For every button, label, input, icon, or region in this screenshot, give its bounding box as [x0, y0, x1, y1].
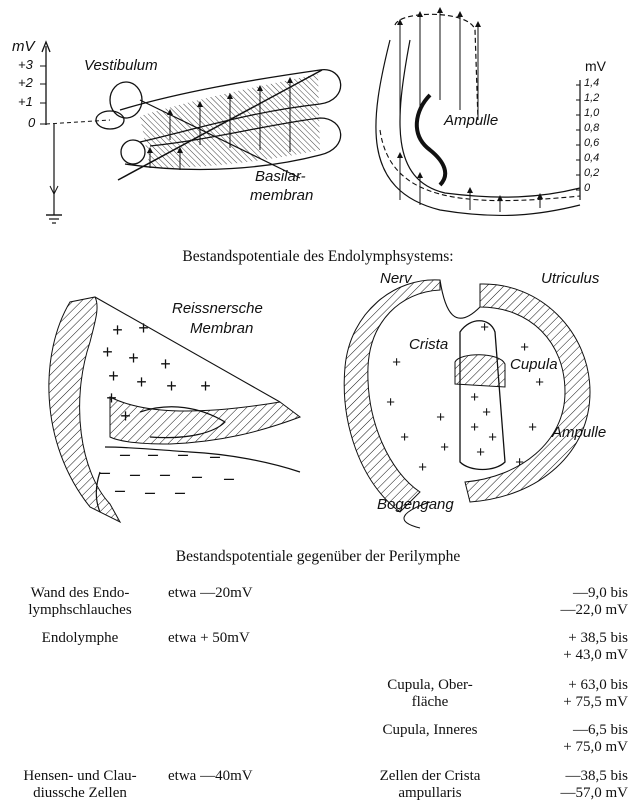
ampulla-section-drawing: [344, 280, 590, 528]
svg-text:–: –: [191, 466, 203, 486]
label-ampulle-middle: Ampulle: [552, 424, 606, 441]
table-row-4-range-line-1: —6,5 bis: [500, 722, 628, 739]
table-row-2-value: etwa + 50mV: [168, 630, 250, 647]
table-row-1-range-line-2: —22,0 mV: [500, 602, 628, 619]
svg-text:+: +: [515, 454, 524, 471]
table-row-3-range-line-1: + 63,0 bis: [500, 677, 628, 694]
table-row-5-label-line-2: diussche Zellen: [4, 785, 156, 802]
table-row-5-range-line-2: —57,0 mV: [500, 785, 628, 802]
svg-text:+: +: [200, 376, 211, 396]
label-cupula: Cupula: [510, 356, 558, 373]
figure-middle: ++ +++ ++++ ++ –––– ––––– ––– ++++ ++ ++…: [0, 272, 636, 530]
svg-text:–: –: [144, 482, 156, 502]
svg-text:+: +: [476, 444, 485, 461]
svg-text:+: +: [102, 342, 113, 362]
table-row-4-sub: Cupula, Inneres: [356, 722, 504, 739]
svg-text:+: +: [488, 429, 497, 446]
right-axis-tick-4: 0,8: [584, 122, 599, 134]
svg-text:+: +: [108, 366, 119, 386]
svg-text:+: +: [160, 354, 171, 374]
table-row-5-sub-line-1: Zellen der Crista: [356, 768, 504, 785]
svg-text:+: +: [392, 354, 401, 371]
svg-text:+: +: [482, 404, 491, 421]
figure-top: [0, 0, 636, 232]
left-axis-tick-3: +1: [18, 94, 33, 109]
right-axis-unit: mV: [585, 58, 606, 74]
svg-text:+: +: [436, 409, 445, 426]
table-row-5-value: etwa —40mV: [168, 768, 253, 785]
label-reissnersche-2: Membran: [190, 320, 253, 337]
right-axis-tick-5: 0,6: [584, 137, 599, 149]
svg-text:–: –: [147, 444, 159, 464]
table-row-1-label-line-1: Wand des Endo-: [4, 585, 156, 602]
label-ampulle-top: Ampulle: [444, 112, 498, 129]
svg-text:+: +: [400, 429, 409, 446]
svg-text:+: +: [166, 376, 177, 396]
svg-text:+: +: [136, 372, 147, 392]
table-row-4-range-line-2: + 75,0 mV: [500, 739, 628, 756]
caption-perilymph: Bestandspotentiale gegenüber der Perilym…: [0, 548, 636, 566]
left-axis-tick-4: 0: [28, 115, 35, 130]
svg-text:+: +: [535, 374, 544, 391]
label-crista: Crista: [409, 336, 448, 353]
label-basilarmembran-1: Basilar-: [255, 168, 306, 185]
table-row-1-range-line-1: —9,0 bis: [500, 585, 628, 602]
svg-text:–: –: [223, 468, 235, 488]
svg-text:–: –: [99, 462, 111, 482]
svg-text:+: +: [128, 348, 139, 368]
svg-text:–: –: [129, 464, 141, 484]
table-row-5-sub-line-2: ampullaris: [356, 785, 504, 802]
table-row-1-label-line-2: lymphschlauches: [4, 602, 156, 619]
table-row-2-range-line-2: + 43,0 mV: [500, 647, 628, 664]
svg-text:+: +: [138, 318, 149, 338]
svg-text:+: +: [520, 339, 529, 356]
svg-text:+: +: [528, 419, 537, 436]
left-axis-tick-2: +2: [18, 75, 33, 90]
svg-text:–: –: [114, 480, 126, 500]
table-row-5-range-line-1: —38,5 bis: [500, 768, 628, 785]
svg-text:–: –: [159, 464, 171, 484]
label-bogengang: Bogengang: [377, 496, 454, 513]
svg-text:+: +: [418, 459, 427, 476]
svg-text:+: +: [480, 319, 489, 336]
left-axis-unit: mV: [12, 38, 35, 55]
right-axis: [576, 80, 580, 200]
label-reissnersche-1: Reissnersche: [172, 300, 263, 317]
table-row-3-sub-line-1: Cupula, Ober-: [356, 677, 504, 694]
left-axis-tick-1: +3: [18, 57, 33, 72]
caption-endolymph-system: Bestandspotentiale des Endolymphsystems:: [0, 248, 636, 266]
table-row-3-sub-line-2: fläche: [356, 694, 504, 711]
right-axis-tick-1: 1,4: [584, 77, 599, 89]
label-vestibulum: Vestibulum: [84, 57, 158, 74]
svg-text:+: +: [470, 419, 479, 436]
table-row-3-range-line-2: + 75,5 mV: [500, 694, 628, 711]
right-axis-tick-2: 1,2: [584, 92, 599, 104]
svg-text:+: +: [470, 389, 479, 406]
svg-text:–: –: [119, 444, 131, 464]
label-utriculus: Utriculus: [541, 270, 599, 287]
right-axis-tick-6: 0,4: [584, 152, 599, 164]
table-row-1-value: etwa —20mV: [168, 585, 253, 602]
label-basilarmembran-2: membran: [250, 187, 313, 204]
right-axis-tick-8: 0: [584, 182, 590, 194]
table-row-2-range-line-1: + 38,5 bis: [500, 630, 628, 647]
svg-text:+: +: [120, 406, 131, 426]
table-row-2-label: Endolymphe: [4, 630, 156, 647]
svg-text:+: +: [440, 439, 449, 456]
cochlea-drawing: [96, 70, 341, 180]
svg-text:+: +: [386, 394, 395, 411]
svg-text:–: –: [174, 482, 186, 502]
table-row-5-label-line-1: Hensen- und Clau-: [4, 768, 156, 785]
svg-text:+: +: [106, 388, 117, 408]
svg-text:+: +: [112, 320, 123, 340]
label-nerv: Nerv: [380, 270, 412, 287]
right-axis-tick-7: 0,2: [584, 167, 599, 179]
right-axis-tick-3: 1,0: [584, 107, 599, 119]
svg-text:–: –: [209, 446, 221, 466]
svg-text:–: –: [177, 444, 189, 464]
